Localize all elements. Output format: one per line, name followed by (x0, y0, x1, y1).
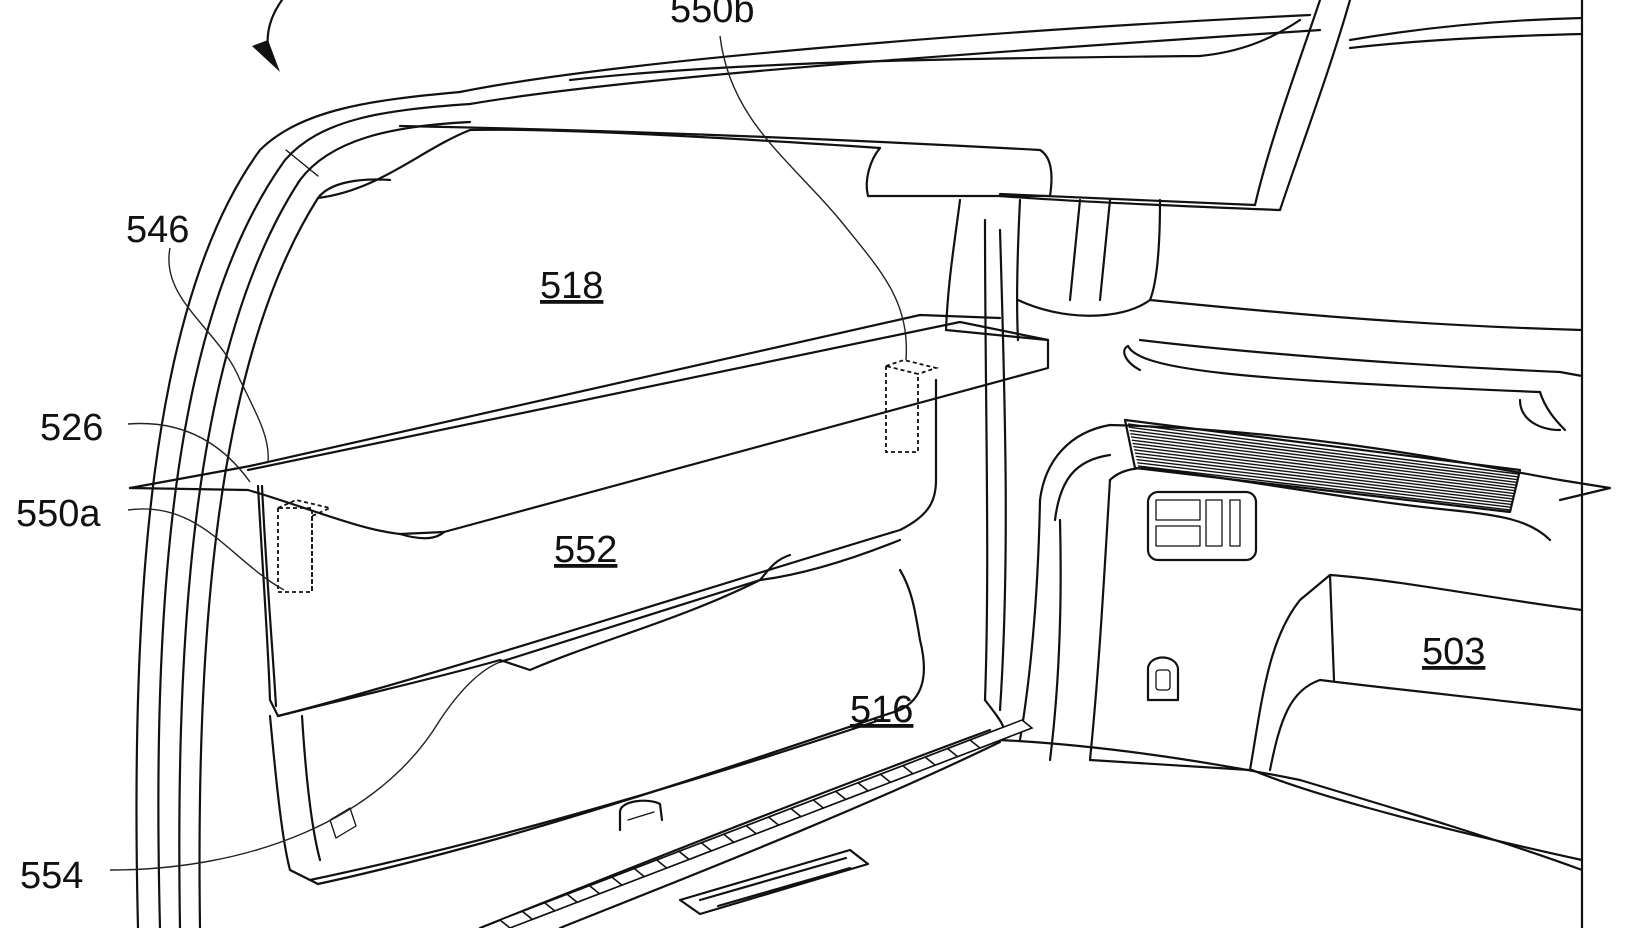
label-552: 552 (554, 529, 617, 571)
side-wall (1020, 425, 1610, 770)
side-pocket (1250, 575, 1582, 860)
grille-line (1136, 456, 1512, 501)
grille-line (1132, 440, 1515, 488)
label-503: 503 (1422, 631, 1485, 673)
shelf (130, 315, 1048, 538)
speaker-grille (1125, 420, 1520, 512)
label-550a: 550a (16, 493, 101, 535)
grille-line (1133, 447, 1513, 494)
cargo-floor (1000, 740, 1582, 870)
usb-port-panel (1148, 492, 1256, 560)
rotation-arrow (252, 0, 282, 72)
label-526: 526 (40, 407, 103, 449)
label-550b: 550b (670, 0, 755, 31)
upper-trim-panel (318, 126, 1582, 430)
grille-line (1133, 443, 1515, 490)
scuff-plate-ribs (500, 720, 1032, 928)
label-554: 554 (20, 855, 83, 897)
label-546: 546 (126, 209, 189, 251)
label-518: 518 (540, 265, 603, 307)
power-outlet (1148, 658, 1178, 701)
label-516: 516 (850, 689, 913, 731)
